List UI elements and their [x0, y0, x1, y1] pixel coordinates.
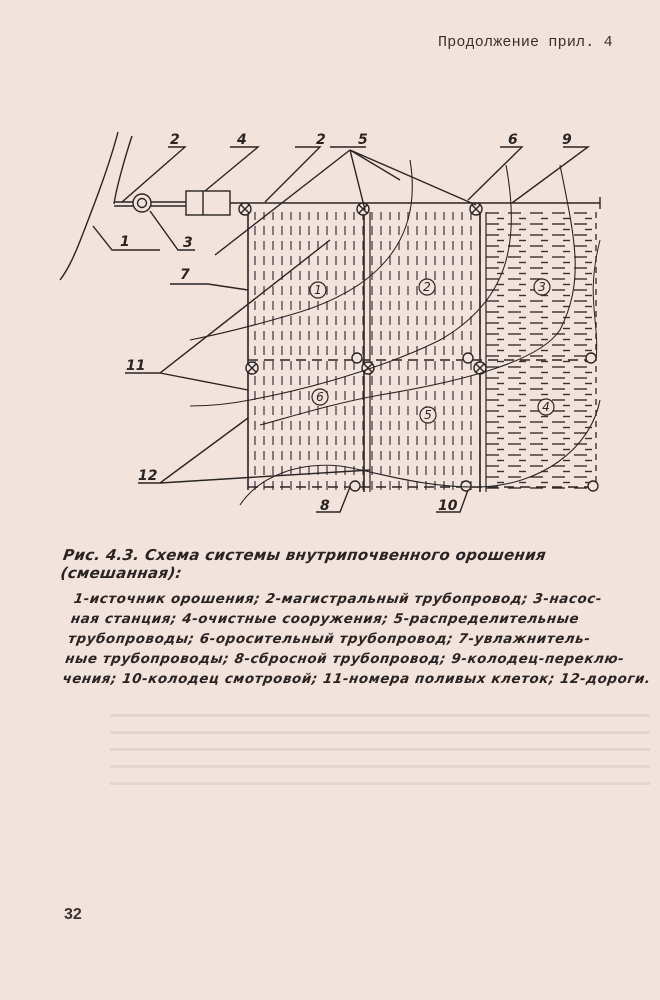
callout-1: 1	[120, 234, 130, 250]
page-header: Продолжение прил. 4	[438, 34, 613, 51]
source-callout-line	[92, 225, 160, 251]
callout-2a: 2	[170, 132, 180, 148]
legend-line: трубопроводы; 6-оросительный трубопровод…	[67, 632, 592, 647]
field-horizontal-irrigation	[484, 212, 596, 490]
callout-7: 7	[180, 267, 190, 283]
legend-line: 1-источник орошения; 2-магистральный тру…	[72, 592, 604, 607]
cell-number-4: 4	[542, 400, 550, 414]
callout-6: 6	[508, 132, 518, 148]
callout-10: 10	[438, 498, 458, 514]
callout-12: 12	[138, 468, 157, 484]
legend-line: ные трубопроводы; 8-сбросной трубопровод…	[64, 652, 626, 667]
well-icons	[349, 352, 599, 492]
field-vertical-irrigation	[248, 212, 484, 490]
bleed-through-text	[110, 700, 650, 800]
callout-9: 9	[562, 132, 572, 148]
callout-2b: 2	[316, 132, 326, 148]
callout-3: 3	[183, 235, 193, 251]
callout-11: 11	[126, 358, 145, 374]
cell-number-1: 1	[314, 283, 322, 297]
legend-line: чения; 10-колодец смотровой; 11-номера п…	[61, 672, 652, 687]
figure-number: Рис. 4.3.	[62, 546, 141, 564]
legend-line: ная станция; 4-очистные сооружения; 5-ра…	[69, 612, 581, 627]
cell-number-2: 2	[423, 280, 431, 294]
page-number: 32	[64, 906, 82, 923]
callout-8: 8	[320, 498, 330, 514]
figure-caption: Рис. 4.3. Схема системы внутрипочвенного…	[59, 546, 660, 582]
cell-number-3: 3	[538, 280, 546, 294]
irrigation-scheme-diagram: 1 2 3 4 5 6 2 4 1 3 7 2 5 6 9 11 12 8 10	[59, 131, 601, 514]
source-bank-line	[59, 131, 119, 281]
callout-5: 5	[358, 132, 368, 148]
cell-number-5: 5	[424, 408, 432, 422]
valve-icons	[238, 202, 487, 375]
figure-legend: 1-источник орошения; 2-магистральный тру…	[61, 590, 655, 690]
cell-number-6: 6	[316, 390, 324, 404]
callout-4: 4	[236, 132, 247, 148]
